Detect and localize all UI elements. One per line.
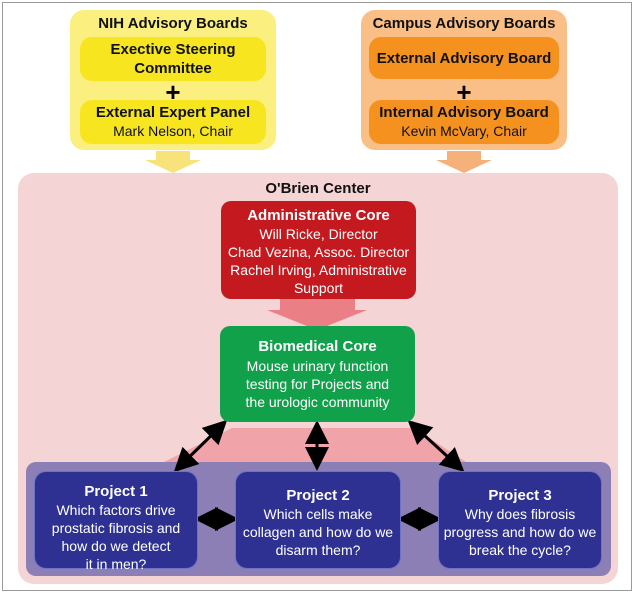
project-3-line3: break the cycle? [469,542,571,558]
executive-steering-committee-box: Exective Steering Committee [80,37,266,81]
administrative-core-box: Administrative Core Will Ricke, Director… [221,201,416,299]
obrien-center-title: O'Brien Center [265,180,371,197]
project-1-line2: prostatic fibrosis and [51,520,181,536]
biomedical-core-desc-line1: Mouse urinary function [246,358,389,374]
administrative-core-assoc-director: Chad Vezina, Assoc. Director [227,244,410,260]
biomedical-project3-arrow [407,419,465,473]
internal-advisory-board-box: Internal Advisory Board Kevin McVary, Ch… [369,100,559,144]
project-3-line1: Why does fibrosis [464,506,576,522]
project-2-line3: disarm them? [275,542,361,558]
external-expert-panel-chair: Mark Nelson, Chair [113,123,233,139]
external-advisory-board-box: External Advisory Board [369,37,559,79]
external-advisory-board-label: External Advisory Board [376,49,552,67]
biomedical-project1-arrow [173,419,228,473]
project-3-title: Project 3 [488,487,552,504]
administrative-core-support-line1: Rachel Irving, Administrative [230,262,407,278]
internal-advisory-board-chair: Kevin McVary, Chair [401,123,527,139]
admin-to-biomedical-arrow [267,299,367,330]
project-2-box: Project 2 Which cells make collagen and … [235,471,401,569]
biomedical-core-desc-line3: the urologic community [245,394,390,410]
project-2-line1: Which cells make [263,506,373,522]
internal-advisory-board-title: Internal Advisory Board [379,104,549,121]
biomedical-core-box: Biomedical Core Mouse urinary function t… [220,326,415,422]
executive-steering-committee-label: Exective Steering Committee [110,41,236,77]
project-1-box: Project 1 Which factors drive prostatic … [34,471,198,572]
project-1-line4: it in men? [85,556,147,572]
administrative-core-director: Will Ricke, Director [259,226,378,242]
campus-plus-sign: + [456,77,472,107]
campus-advisory-panel: Campus Advisory Boards External Advisory… [361,10,567,150]
nih-plus-sign: + [165,77,181,107]
biomedical-core-title: Biomedical Core [258,338,377,355]
project-3-box: Project 3 Why does fibrosis progress and… [438,471,602,569]
nih-advisory-title: NIH Advisory Boards [98,15,248,32]
project-2-title: Project 2 [286,487,350,504]
administrative-core-title: Administrative Core [247,207,390,224]
administrative-core-support-line2: Support [293,280,344,296]
project-1-line3: how do we detect [61,538,171,554]
biomedical-core-desc-line2: testing for Projects and [245,376,390,392]
project-3-line2: progress and how do we [443,524,597,540]
campus-down-arrow [436,151,492,173]
external-expert-panel-title: External Expert Panel [95,104,251,121]
nih-advisory-panel: NIH Advisory Boards Exective Steering Co… [70,10,276,150]
project-1-title: Project 1 [84,483,148,500]
nih-down-arrow [145,151,201,173]
campus-advisory-title: Campus Advisory Boards [372,15,556,32]
project-2-line2: collagen and how do we [242,524,394,540]
external-expert-panel-box: External Expert Panel Mark Nelson, Chair [80,100,266,144]
project-1-line1: Which factors drive [56,502,176,518]
